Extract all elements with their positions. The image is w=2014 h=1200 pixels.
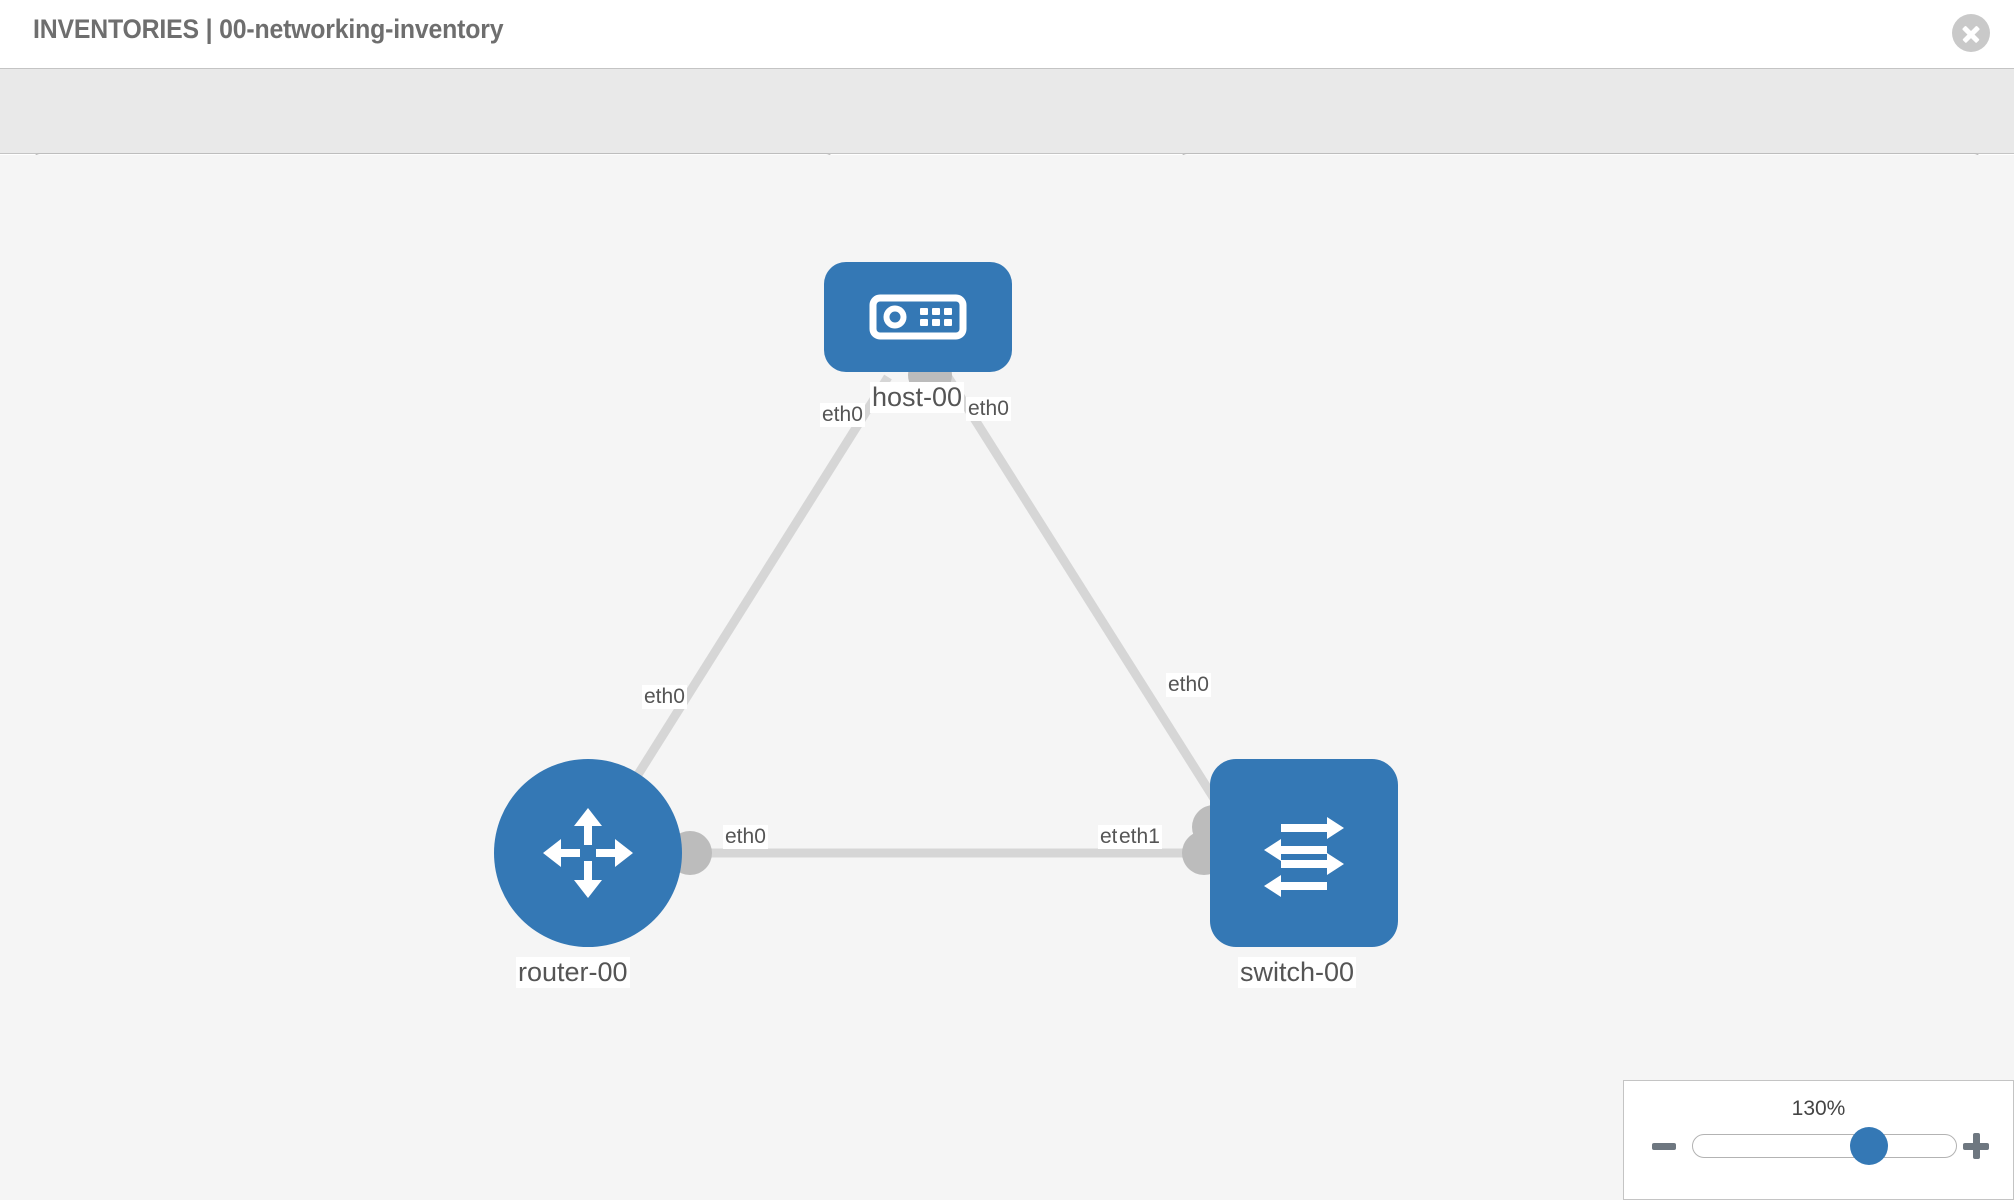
zoom-level-value: 130% xyxy=(1791,1097,1846,1120)
edge-host-router xyxy=(596,374,892,838)
title-bar: INVENTORIES | 00-networking-inventory xyxy=(0,0,2014,68)
edge-host-switch xyxy=(944,374,1236,830)
zoom-slider-track[interactable] xyxy=(1692,1127,1957,1165)
topology-edges xyxy=(596,374,1236,858)
topology-canvas[interactable]: host-00 router-00 xyxy=(0,155,2014,1200)
node-label-switch: switch-00 xyxy=(1238,957,1357,988)
page-title: INVENTORIES | 00-networking-inventory xyxy=(33,14,504,44)
zoom-in-button[interactable] xyxy=(1963,1133,1989,1159)
router-icon[interactable] xyxy=(494,759,682,947)
link-label-switch-left: eth1 xyxy=(1117,825,1162,849)
node-host-00[interactable]: host-00 xyxy=(824,262,1012,413)
switch-icon[interactable] xyxy=(1210,759,1398,947)
link-label-host-right: eth0 xyxy=(966,397,1011,421)
close-icon[interactable] xyxy=(1952,14,1990,52)
link-label-router-right: eth0 xyxy=(723,825,768,849)
link-label-router-up: eth0 xyxy=(642,685,687,709)
zoom-out-button[interactable] xyxy=(1652,1143,1676,1150)
node-switch-00[interactable]: switch-00 xyxy=(1210,759,1398,988)
node-router-00[interactable]: router-00 xyxy=(494,759,682,988)
host-icon[interactable] xyxy=(824,262,1012,372)
zoom-slider-thumb[interactable] xyxy=(1850,1127,1889,1165)
link-label-host-left: eth0 xyxy=(820,403,865,427)
zoom-control-panel: 130% xyxy=(1623,1080,2014,1200)
node-label-host: host-00 xyxy=(870,382,965,413)
link-label-switch-up: eth0 xyxy=(1166,673,1211,697)
node-label-router: router-00 xyxy=(516,957,630,988)
toolbar: ACTIONS SEARCH xyxy=(0,68,2014,207)
